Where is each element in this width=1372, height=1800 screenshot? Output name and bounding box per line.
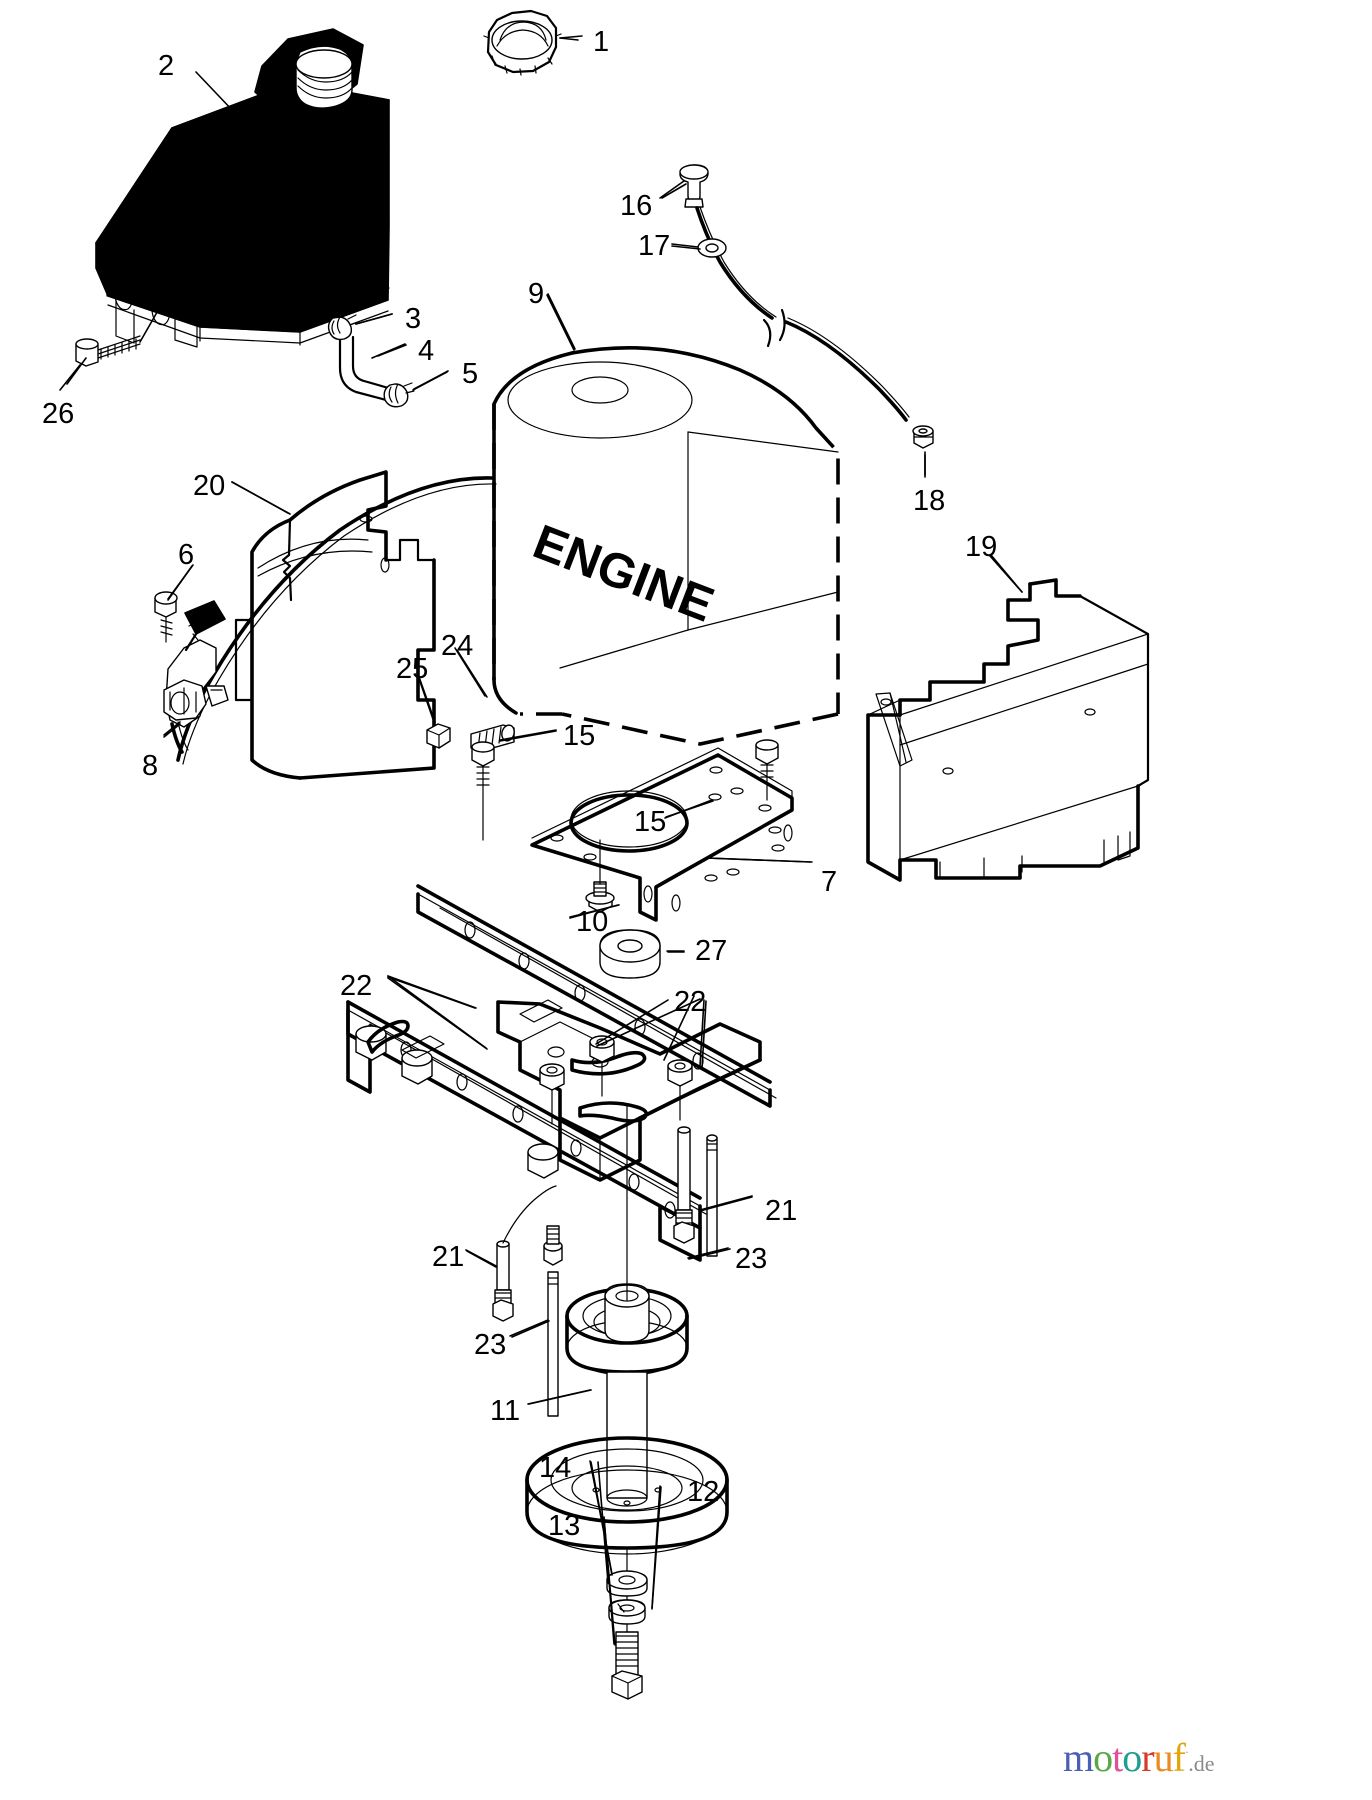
- callout-17: 17: [638, 230, 671, 262]
- callout-2: 2: [158, 50, 175, 82]
- callout-1: 1: [593, 26, 610, 58]
- part-19-engine-guard: [866, 555, 1150, 882]
- callout-18: 18: [913, 485, 946, 517]
- part-11-pulley-assembly: [525, 1105, 729, 1577]
- callout-15-lower: 15: [634, 806, 667, 838]
- wm-letter-u: u: [1153, 1735, 1174, 1780]
- part-7-engine-plate: [530, 747, 813, 922]
- part-22-frame-rails: [346, 884, 777, 1262]
- part-6-8-throttle-control: [154, 565, 229, 754]
- callout-25: 25: [396, 653, 429, 685]
- part-16-17-choke-cable: [659, 164, 910, 422]
- part-15-screws: [471, 729, 779, 841]
- part-21-23-bolts: [465, 1126, 753, 1417]
- wm-letter-o2: o: [1122, 1735, 1142, 1780]
- callout-13: 13: [548, 1510, 581, 1542]
- callout-21-left: 21: [432, 1241, 465, 1273]
- part-3-4-5-hose-clamps: [327, 313, 449, 408]
- callout-3: 3: [405, 303, 422, 335]
- callout-21-right: 21: [765, 1195, 798, 1227]
- motoruf-watermark: motoruf·.de: [1063, 1738, 1215, 1778]
- wm-letter-r: r: [1141, 1735, 1154, 1780]
- callout-4: 4: [418, 335, 435, 367]
- callout-9: 9: [528, 278, 545, 310]
- part-1-fuel-cap: [483, 9, 579, 76]
- wm-dot-icon: ·: [1184, 1744, 1189, 1760]
- callout-10: 10: [576, 906, 609, 938]
- callout-14: 14: [539, 1452, 572, 1484]
- wm-letter-o1: o: [1093, 1735, 1113, 1780]
- callout-15-upper: 15: [563, 720, 596, 752]
- engine-control-cable: [176, 476, 497, 765]
- callout-19: 19: [965, 531, 998, 563]
- part-20-air-shroud: [231, 470, 436, 780]
- callout-11: 11: [490, 1395, 521, 1427]
- callout-23-right: 23: [735, 1243, 768, 1275]
- callout-12: 12: [687, 1476, 720, 1508]
- callout-16: 16: [620, 190, 653, 222]
- callout-20: 20: [193, 470, 226, 502]
- callout-27: 27: [695, 935, 728, 967]
- part-18-locknut: [912, 425, 934, 478]
- wm-letter-m: m: [1063, 1735, 1094, 1780]
- callout-24: 24: [441, 630, 474, 662]
- wm-tld: .de: [1188, 1751, 1215, 1776]
- part-9-engine: ENGINE: [492, 293, 840, 746]
- callout-leaders: [66, 35, 1023, 1646]
- wm-letter-t: t: [1112, 1735, 1123, 1780]
- callout-22-right: 22: [674, 986, 707, 1018]
- wm-letter-f: f: [1172, 1735, 1186, 1780]
- engine-label: ENGINE: [526, 515, 721, 633]
- callout-5: 5: [462, 358, 479, 390]
- locknuts: [539, 1035, 693, 1125]
- part-27-spacer: [599, 929, 685, 979]
- callout-23-left: 23: [474, 1329, 507, 1361]
- callout-26: 26: [42, 398, 75, 430]
- callout-6: 6: [178, 539, 195, 571]
- part-2-fuel-tank: [95, 28, 390, 348]
- callout-8: 8: [142, 750, 159, 782]
- part-26-screw: [59, 299, 165, 391]
- callout-7: 7: [821, 866, 838, 898]
- callout-22-left: 22: [340, 970, 373, 1002]
